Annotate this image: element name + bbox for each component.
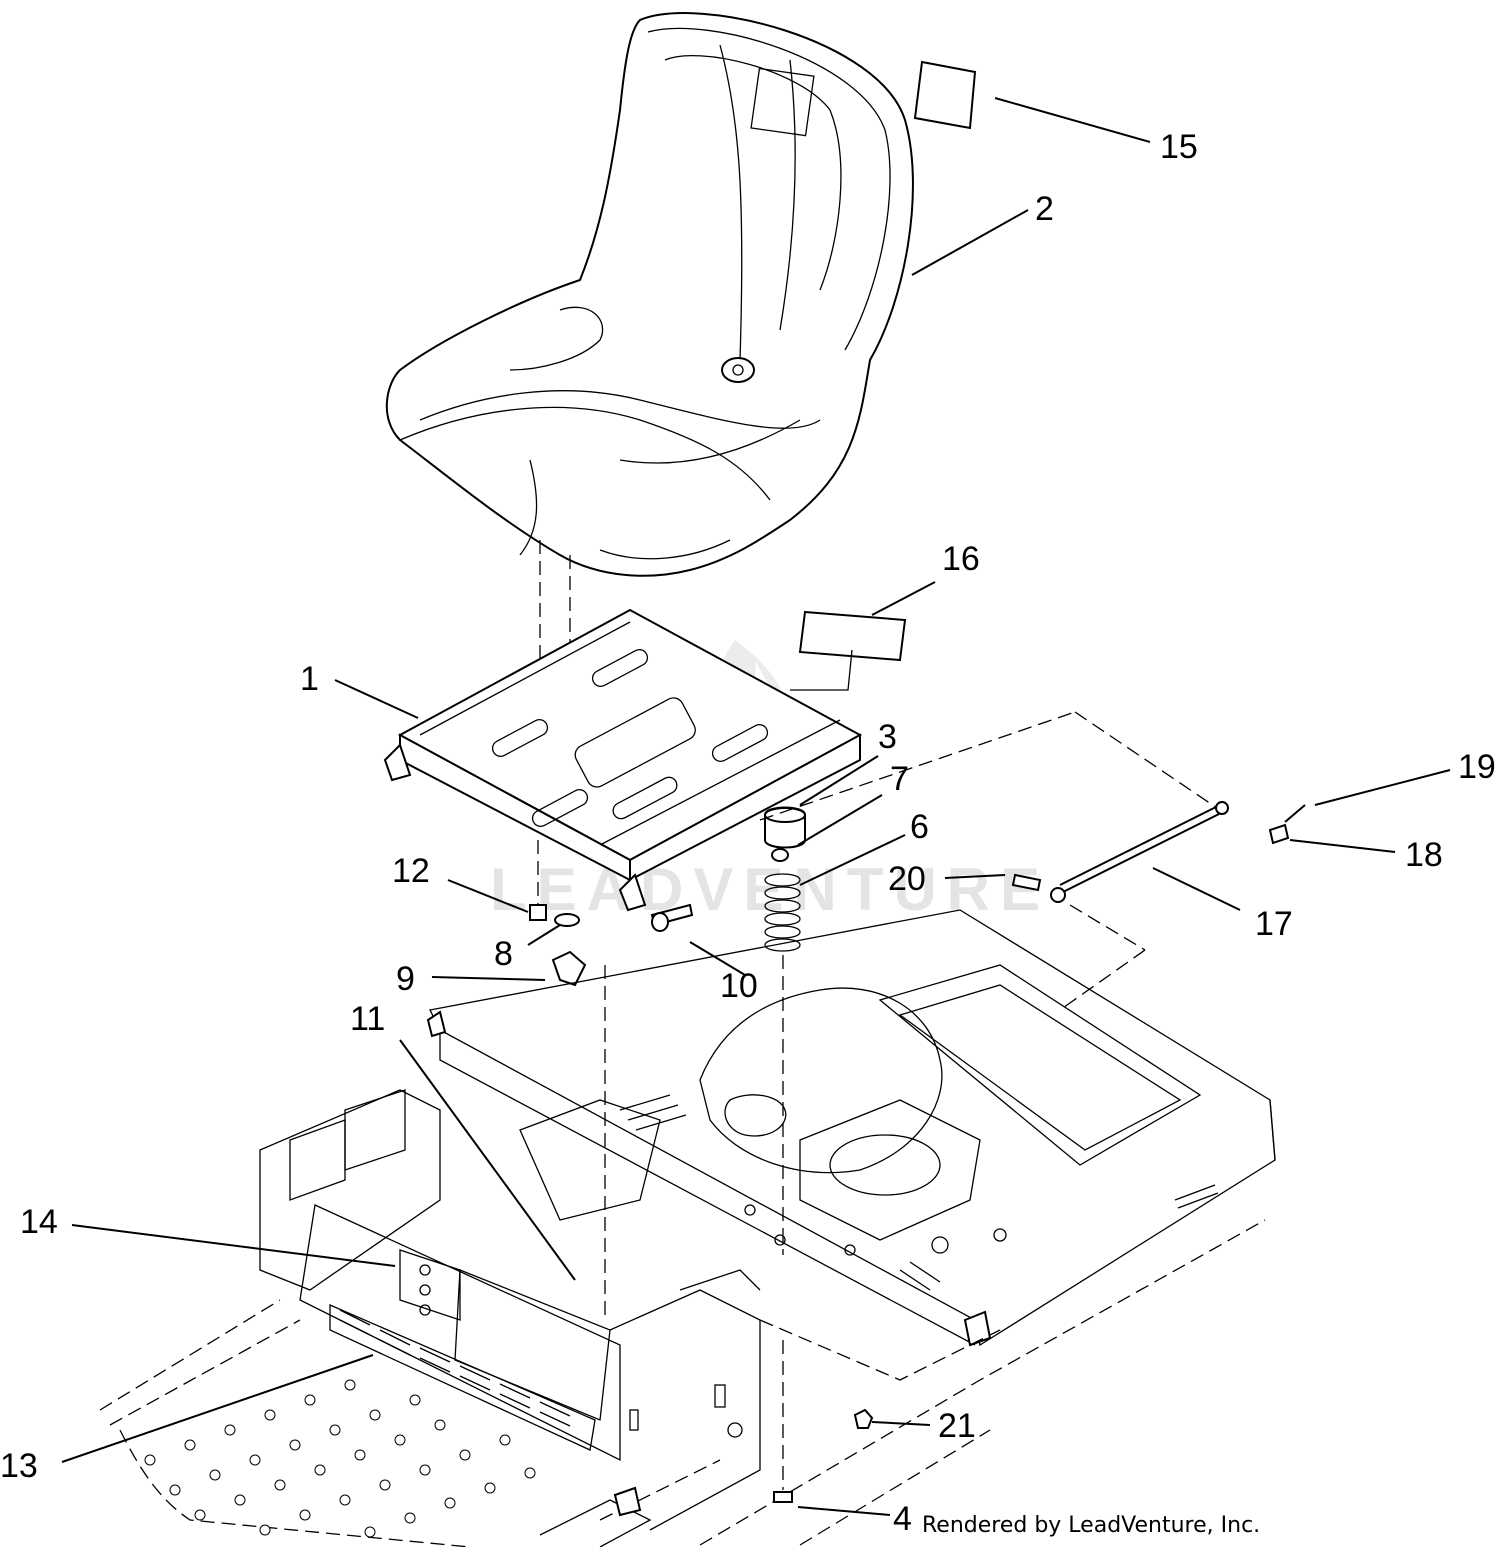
callout-18: 18 <box>1405 836 1443 874</box>
callout-7: 7 <box>890 760 909 798</box>
spring-assembly <box>764 806 806 1255</box>
callout-11: 11 <box>350 1000 385 1038</box>
callout-8: 8 <box>494 935 513 973</box>
bolt-4 <box>773 1491 793 1503</box>
leader-lines <box>61 97 1451 1516</box>
decal-15 <box>913 60 977 130</box>
callout-13: 13 <box>0 1447 38 1485</box>
callout-9: 9 <box>396 960 415 998</box>
nut-21 <box>853 1408 874 1429</box>
chassis-frame <box>426 909 1276 1347</box>
callout-16: 16 <box>942 540 980 578</box>
callout-2: 2 <box>1035 190 1054 228</box>
seat-part <box>385 12 914 577</box>
callouts: 1 2 3 4 6 7 8 9 10 11 12 13 14 15 16 17 … <box>0 128 1496 1538</box>
callout-20: 20 <box>888 860 926 898</box>
callout-12: 12 <box>392 852 430 890</box>
floor-pan <box>99 1219 1266 1548</box>
callout-6: 6 <box>910 808 929 846</box>
callout-10: 10 <box>720 967 758 1005</box>
decal-16 <box>798 610 907 662</box>
rod-assembly <box>759 711 1306 1011</box>
control-console <box>259 1089 761 1531</box>
callout-21: 21 <box>938 1407 976 1445</box>
callout-3: 3 <box>878 718 897 756</box>
callout-1: 1 <box>300 660 319 698</box>
callout-4: 4 <box>893 1500 912 1538</box>
credit-text: Rendered by LeadVenture, Inc. <box>922 1513 1260 1538</box>
callout-17: 17 <box>1255 905 1293 943</box>
callout-19: 19 <box>1458 748 1496 786</box>
callout-15: 15 <box>1160 128 1198 166</box>
seat-plate-part <box>383 608 863 912</box>
hardware-parts <box>529 840 694 1320</box>
callout-14: 14 <box>20 1203 58 1241</box>
